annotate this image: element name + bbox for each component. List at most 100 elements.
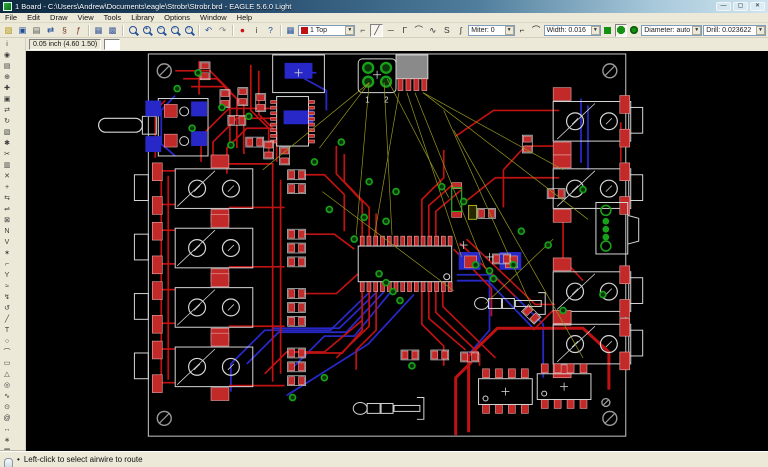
maximize-button[interactable]: ▢	[733, 2, 748, 11]
tool-copy-button[interactable]: ▣	[3, 96, 11, 103]
menu-item-file[interactable]: File	[5, 13, 18, 22]
tool-smash-button[interactable]: ✶	[4, 250, 10, 257]
diameter-select-arrow[interactable]: ▼	[692, 25, 702, 35]
wire-bend-5-button[interactable]: ∿	[429, 24, 437, 35]
window-refresh-icon[interactable]: ▩	[108, 24, 117, 35]
tool-value-button[interactable]: V	[4, 239, 10, 246]
tool-hole-button[interactable]: ⊙	[4, 404, 10, 411]
tool-group-button[interactable]: ▧	[3, 129, 11, 136]
wire-bend-6-button[interactable]: S	[443, 24, 450, 35]
layer-color-swatch	[301, 26, 308, 34]
tool-text-button[interactable]: T	[4, 327, 10, 334]
stop-icon[interactable]: ●	[239, 24, 246, 35]
tool-optimize-button[interactable]: ≈	[5, 283, 9, 290]
wire-bend-7-button[interactable]: ʃ	[459, 24, 462, 35]
tool-info-button[interactable]: i	[6, 41, 8, 48]
tool-display-button[interactable]: ▤	[3, 63, 11, 70]
tool-mirror-button[interactable]: ⇄	[4, 107, 10, 114]
window-new-icon[interactable]: ▦	[94, 24, 103, 35]
width-select[interactable]: Width: 0.016▼	[543, 24, 601, 36]
tool-ratsnest-button[interactable]: ∗	[4, 437, 10, 444]
tool-change-button[interactable]: ✱	[4, 140, 10, 147]
title-bar: 1 Board - C:\Users\Andrew\Documents\eagl…	[0, 0, 768, 13]
menu-item-window[interactable]: Window	[199, 13, 227, 22]
tool-polygon-button[interactable]: △	[4, 371, 10, 378]
tool-attribute-button[interactable]: @	[3, 415, 11, 422]
miter-select[interactable]: Miter: 0▼	[468, 24, 515, 36]
tool-show-button[interactable]: ◉	[3, 52, 11, 59]
drill-select-arrow[interactable]: ▼	[756, 25, 765, 35]
tool-split-button[interactable]: Y	[4, 272, 10, 279]
tool-add-button[interactable]: +	[4, 184, 10, 191]
zoom-fit-icon-glass	[128, 26, 137, 34]
wire-bend-2-button[interactable]: ─	[387, 24, 394, 35]
wire-bend-1-button[interactable]: ╱	[370, 23, 384, 37]
layer-settings-icon[interactable]: ▦	[286, 24, 295, 35]
diameter-select[interactable]: Diameter: auto▼	[641, 24, 703, 36]
minimize-button[interactable]: —	[716, 2, 731, 11]
tool-dimension-button[interactable]: ↔	[3, 426, 11, 433]
tool-lock-button[interactable]: ⊠	[4, 217, 10, 224]
run-icon[interactable]: ƒ	[76, 24, 81, 35]
window-title: 1 Board - C:\Users\Andrew\Documents\eagl…	[15, 2, 292, 11]
zoom-in-icon[interactable]: +	[140, 24, 153, 37]
tool-rect-button[interactable]: ▭	[3, 360, 11, 367]
close-button[interactable]: ✕	[750, 2, 765, 11]
tool-delete-button[interactable]: ✕	[4, 173, 10, 180]
tool-move-button[interactable]: ✚	[4, 85, 10, 92]
zoom-out-icon[interactable]: −	[154, 24, 167, 37]
zoom-in-icon-glass: +	[142, 26, 151, 34]
menu-item-tools[interactable]: Tools	[103, 13, 122, 22]
menu-item-options[interactable]: Options	[164, 13, 190, 22]
export-icon[interactable]: ⇄	[46, 24, 55, 35]
menu-item-draw[interactable]: Draw	[50, 13, 68, 22]
layer-select-arrow[interactable]: ▼	[345, 25, 355, 35]
miter-style-0-button[interactable]: ⌐	[519, 24, 525, 35]
save-icon[interactable]: ▣	[18, 24, 27, 35]
zoom-select-icon[interactable]: ▫	[168, 24, 181, 37]
tool-pinswap-button[interactable]: ⇆	[4, 195, 10, 202]
zoom-redraw-icon[interactable]: ○	[182, 24, 195, 37]
menu-item-help[interactable]: Help	[236, 13, 253, 22]
print-icon[interactable]: ▤	[32, 24, 41, 35]
tool-paste-button[interactable]: ▥	[3, 162, 11, 169]
redo-icon[interactable]: ↷	[218, 24, 227, 35]
tool-ripup-button[interactable]: ↺	[4, 305, 10, 312]
tool-replace-button[interactable]: ⇌	[4, 206, 10, 213]
layer-select[interactable]: 1 Top▼	[298, 24, 356, 36]
wire-bend-3-button[interactable]: Γ	[402, 24, 408, 35]
command-input[interactable]	[104, 39, 121, 50]
tool-miter-button[interactable]: ⌐	[4, 261, 10, 268]
width-select-arrow[interactable]: ▼	[590, 25, 600, 35]
info-icon[interactable]: i	[255, 24, 258, 35]
status-mouse-icon	[4, 457, 13, 467]
wire-bend-4-button[interactable]: ⌒	[414, 24, 424, 35]
help-icon[interactable]: ?	[268, 24, 273, 35]
tool-via-button[interactable]: ◎	[3, 382, 11, 389]
via-shape-square-button[interactable]	[602, 24, 614, 37]
wire-bend-0-button[interactable]: ⌐	[360, 24, 366, 35]
undo-icon[interactable]: ↶	[204, 24, 213, 35]
miter-style-1-button[interactable]: ⌒	[531, 24, 541, 35]
tool-mark-button[interactable]: ⊕	[4, 74, 10, 81]
menu-item-library[interactable]: Library	[131, 13, 155, 22]
via-shape-round-button[interactable]	[628, 24, 640, 37]
coordinate-display: 0.05 inch (4.60 1.50)	[29, 39, 102, 50]
tool-name-button[interactable]: N	[4, 228, 10, 235]
menu-item-edit[interactable]: Edit	[27, 13, 41, 22]
miter-select-arrow[interactable]: ▼	[504, 25, 514, 35]
tool-rotate-button[interactable]: ↻	[4, 118, 10, 125]
open-icon[interactable]: ▨	[4, 24, 13, 35]
tool-arc-button[interactable]: ⌒	[3, 349, 11, 356]
script-icon[interactable]: §	[62, 24, 67, 35]
tool-circle-button[interactable]: ○	[4, 338, 10, 345]
tool-signal-button[interactable]: ∿	[4, 393, 10, 400]
drill-select[interactable]: Drill: 0.023622▼	[703, 24, 766, 36]
menu-item-view[interactable]: View	[77, 13, 94, 22]
tool-route-button[interactable]: ↯	[4, 294, 10, 301]
zoom-fit-icon[interactable]	[126, 24, 139, 37]
tool-wire-button[interactable]: ╱	[4, 316, 10, 323]
via-shape-octagon-button[interactable]	[614, 23, 628, 37]
tool-cut-button[interactable]: ✂	[4, 151, 10, 158]
